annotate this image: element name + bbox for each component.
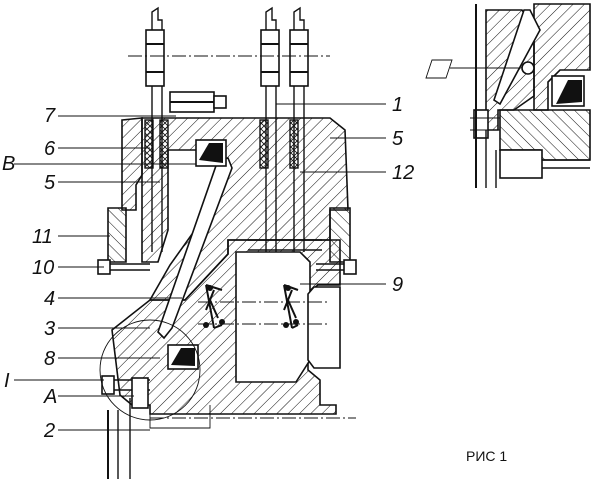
detail-circle-i [99, 319, 201, 421]
callout-5-left: 5 [44, 172, 56, 194]
callout-2: 2 [43, 420, 55, 442]
detail-diaphragm [493, 9, 541, 106]
right-cavity [307, 286, 341, 369]
callout-9: 9 [392, 274, 403, 296]
bolt-right [316, 259, 357, 275]
main-section-view [97, 6, 357, 479]
callout-7: 7 [44, 105, 56, 127]
detail-marker-box [425, 59, 453, 79]
detail-ball [521, 61, 535, 75]
callout-4: 4 [44, 288, 55, 310]
spring-left [203, 284, 225, 329]
leader-lines [14, 103, 386, 431]
terminal-right [289, 6, 309, 87]
terminal-left [145, 6, 165, 87]
callout-12: 12 [392, 162, 414, 184]
spring-cavity [235, 251, 311, 383]
shaft [107, 377, 356, 479]
terminal-mid [260, 6, 280, 87]
callout-3: 3 [44, 318, 55, 340]
callout-i: I [4, 370, 10, 392]
callout-10: 10 [32, 257, 54, 279]
callout-labels: 7 6 B 5 11 10 4 3 8 I A 2 1 5 12 9 [2, 94, 414, 442]
callout-6: 6 [44, 138, 56, 160]
packing-left-b [159, 119, 169, 169]
packing-left-a [144, 119, 154, 169]
diaphragm-plate [157, 157, 233, 340]
detail-bolt-head [473, 109, 489, 139]
clamp-block [169, 91, 227, 113]
callout-11: 11 [32, 226, 53, 248]
callout-5-right: 5 [392, 128, 404, 150]
lead-rods [151, 86, 322, 252]
callout-b: B [2, 153, 15, 175]
seal-ring-top [195, 139, 227, 167]
callout-1: 1 [392, 94, 403, 116]
figure-caption: РИС 1 [466, 448, 507, 464]
detail-plug [499, 149, 543, 179]
callout-8: 8 [44, 348, 55, 370]
seal-ring-bottom [167, 344, 199, 370]
detail-view-i [425, 3, 591, 188]
detail-seal [551, 75, 585, 107]
callout-a: A [43, 386, 57, 408]
left-flange [107, 207, 127, 263]
packing-right-a [259, 119, 269, 169]
spring-right [283, 284, 299, 329]
